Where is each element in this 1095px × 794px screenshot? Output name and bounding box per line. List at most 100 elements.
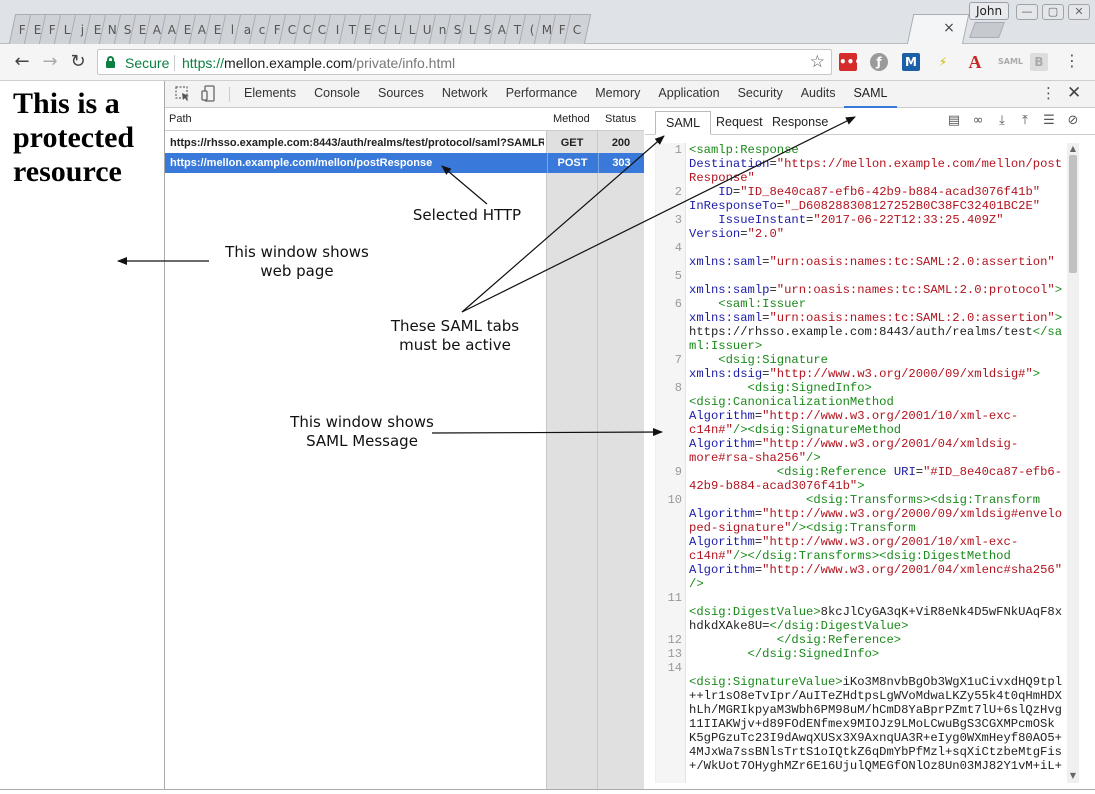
devtools-tab-performance[interactable]: Performance — [497, 81, 587, 108]
subtab-response[interactable]: Response — [762, 111, 838, 135]
line-number: 9 — [656, 465, 682, 479]
line-number: 2 — [656, 185, 682, 199]
line-number: 14 — [656, 661, 682, 675]
line-number: 3 — [656, 213, 682, 227]
column-divider — [597, 108, 598, 790]
url-path: /private/info.html — [352, 55, 455, 71]
new-tab-button[interactable] — [969, 22, 1005, 38]
clear-icon[interactable]: ⊘ — [1065, 113, 1081, 129]
extension-b-icon[interactable]: B — [1030, 53, 1048, 71]
row-path: https://mellon.example.com/mellon/postRe… — [170, 153, 544, 173]
minimize-button[interactable]: — — [1016, 4, 1038, 20]
devtools-tab-application[interactable]: Application — [649, 81, 728, 108]
table-row[interactable]: https://rhsso.example.com:8443/auth/real… — [165, 133, 644, 153]
column-divider — [546, 108, 547, 790]
line-number: 10 — [656, 493, 682, 507]
saml-message-panel: SAML Request Response ▤ ∞ ⤓ ⤒ ☰ ⊘ 1 2 3 … — [645, 108, 1095, 790]
line-number-gutter: 1 2 3 4 5 6 7 8 9 10 11 12 13 14 — [656, 143, 686, 783]
devtools-tab-elements[interactable]: Elements — [235, 81, 305, 108]
extension-m-icon[interactable]: M — [902, 53, 920, 71]
divider — [174, 55, 175, 71]
close-window-button[interactable]: ✕ — [1068, 4, 1090, 20]
column-header-status[interactable]: Status — [605, 108, 636, 131]
extension-saml-icon[interactable]: SAML — [998, 53, 1016, 71]
maximize-button[interactable]: ▢ — [1042, 4, 1064, 20]
devtools-tab-list: ElementsConsoleSourcesNetworkPerformance… — [235, 81, 897, 108]
line-number: 8 — [656, 381, 682, 395]
inspect-element-icon[interactable] — [174, 85, 192, 103]
settings-list-icon[interactable]: ☰ — [1041, 113, 1057, 129]
line-number: 12 — [656, 633, 682, 647]
close-devtools-icon[interactable]: ✕ — [1067, 83, 1081, 103]
url-text[interactable]: https://mellon.example.com/private/info.… — [182, 55, 455, 71]
annotation-saml-tabs: These SAML tabs must be active — [370, 317, 540, 355]
url-scheme: https:// — [182, 55, 224, 71]
devtools-tab-saml[interactable]: SAML — [844, 81, 896, 108]
devtools-tab-memory[interactable]: Memory — [586, 81, 649, 108]
heading-line: resource — [13, 155, 122, 188]
tab-favicon-letter: C — [573, 23, 581, 37]
download-icon[interactable]: ⤓ — [994, 113, 1010, 129]
address-bar[interactable]: Secure https://mellon.example.com/privat… — [97, 49, 832, 75]
scroll-down-icon[interactable]: ▼ — [1068, 771, 1078, 781]
devtools-tab-security[interactable]: Security — [729, 81, 792, 108]
bookmark-star-icon[interactable]: ☆ — [810, 52, 825, 72]
tab-favicon-letter: I — [336, 23, 340, 37]
tab-list: FEFLjENSEAAEAElacFCCCITECLLUnSLSAT(MFC — [12, 14, 582, 44]
devtools-tab-sources[interactable]: Sources — [369, 81, 433, 108]
browser-tab-strip: FEFLjENSEAAEAElacFCCCITECLLUnSLSAT(MFC ×… — [0, 0, 1095, 44]
divider — [229, 87, 230, 102]
back-icon[interactable]: ← — [10, 50, 34, 74]
extension-gray-icon[interactable]: ƒ — [870, 53, 888, 71]
saml-subtab-bar: SAML Request Response ▤ ∞ ⤓ ⤒ ☰ ⊘ — [645, 108, 1095, 135]
tab-favicon-letter: ( — [530, 23, 535, 37]
line-number: 7 — [656, 353, 682, 367]
lock-icon — [106, 56, 115, 67]
upload-icon[interactable]: ⤒ — [1017, 113, 1033, 129]
device-toolbar-icon[interactable] — [200, 85, 218, 103]
devtools-tab-console[interactable]: Console — [305, 81, 369, 108]
line-number: 11 — [656, 591, 682, 605]
tab-favicon-letter: j — [81, 23, 84, 37]
table-header: Path Method Status — [165, 108, 644, 131]
saml-code-view[interactable]: 1 2 3 4 5 6 7 8 9 10 11 12 13 14 <samlp:… — [655, 143, 1067, 783]
page-heading: This is a protected resource — [13, 87, 164, 189]
row-method: POST — [547, 153, 597, 173]
line-number: 6 — [656, 297, 682, 311]
annotation-line: SAML Message — [306, 432, 418, 450]
extension-a-icon[interactable]: A — [966, 53, 984, 71]
more-options-icon[interactable]: ⋮ — [1041, 84, 1056, 102]
forward-icon[interactable]: → — [38, 50, 62, 74]
link-icon[interactable]: ∞ — [970, 113, 986, 129]
web-page-viewport: This is a protected resource — [0, 81, 165, 790]
code-scrollbar[interactable]: ▲ ▼ — [1067, 143, 1079, 783]
annotation-line: web page — [260, 262, 333, 280]
reload-icon[interactable]: ↻ — [66, 50, 90, 74]
column-header-method[interactable]: Method — [553, 108, 590, 131]
heading-line: This is a — [13, 87, 120, 120]
annotation-line: must be active — [399, 336, 511, 354]
browser-toolbar: ← → ↻ Secure https://mellon.example.com/… — [0, 44, 1095, 81]
close-tab-icon[interactable]: × — [942, 20, 956, 36]
annotation-web-page: This window shows web page — [207, 243, 387, 281]
devtools-tab-network[interactable]: Network — [433, 81, 497, 108]
devtools-tab-audits[interactable]: Audits — [792, 81, 845, 108]
row-status: 303 — [598, 153, 644, 173]
tab-favicon-letter: l — [231, 23, 234, 37]
window-bottom-edge — [0, 789, 1095, 794]
subtab-saml[interactable]: SAML — [655, 111, 711, 135]
scroll-thumb[interactable] — [1069, 155, 1077, 273]
active-tab[interactable] — [907, 14, 970, 45]
table-row-selected[interactable]: https://mellon.example.com/mellon/postRe… — [165, 153, 644, 173]
row-path: https://rhsso.example.com:8443/auth/real… — [170, 133, 544, 153]
scroll-up-icon[interactable]: ▲ — [1068, 144, 1078, 154]
line-number: 13 — [656, 647, 682, 661]
profile-button[interactable]: John — [969, 2, 1009, 20]
extension-bolt-icon[interactable]: ⚡ — [934, 53, 952, 71]
extension-red-icon[interactable]: ••• — [839, 53, 857, 71]
document-icon[interactable]: ▤ — [946, 113, 962, 129]
annotation-line: This window shows — [225, 243, 369, 261]
browser-menu-icon[interactable]: ⋮ — [1064, 51, 1080, 73]
annotation-line: These SAML tabs — [391, 317, 519, 335]
column-header-path[interactable]: Path — [169, 108, 192, 131]
